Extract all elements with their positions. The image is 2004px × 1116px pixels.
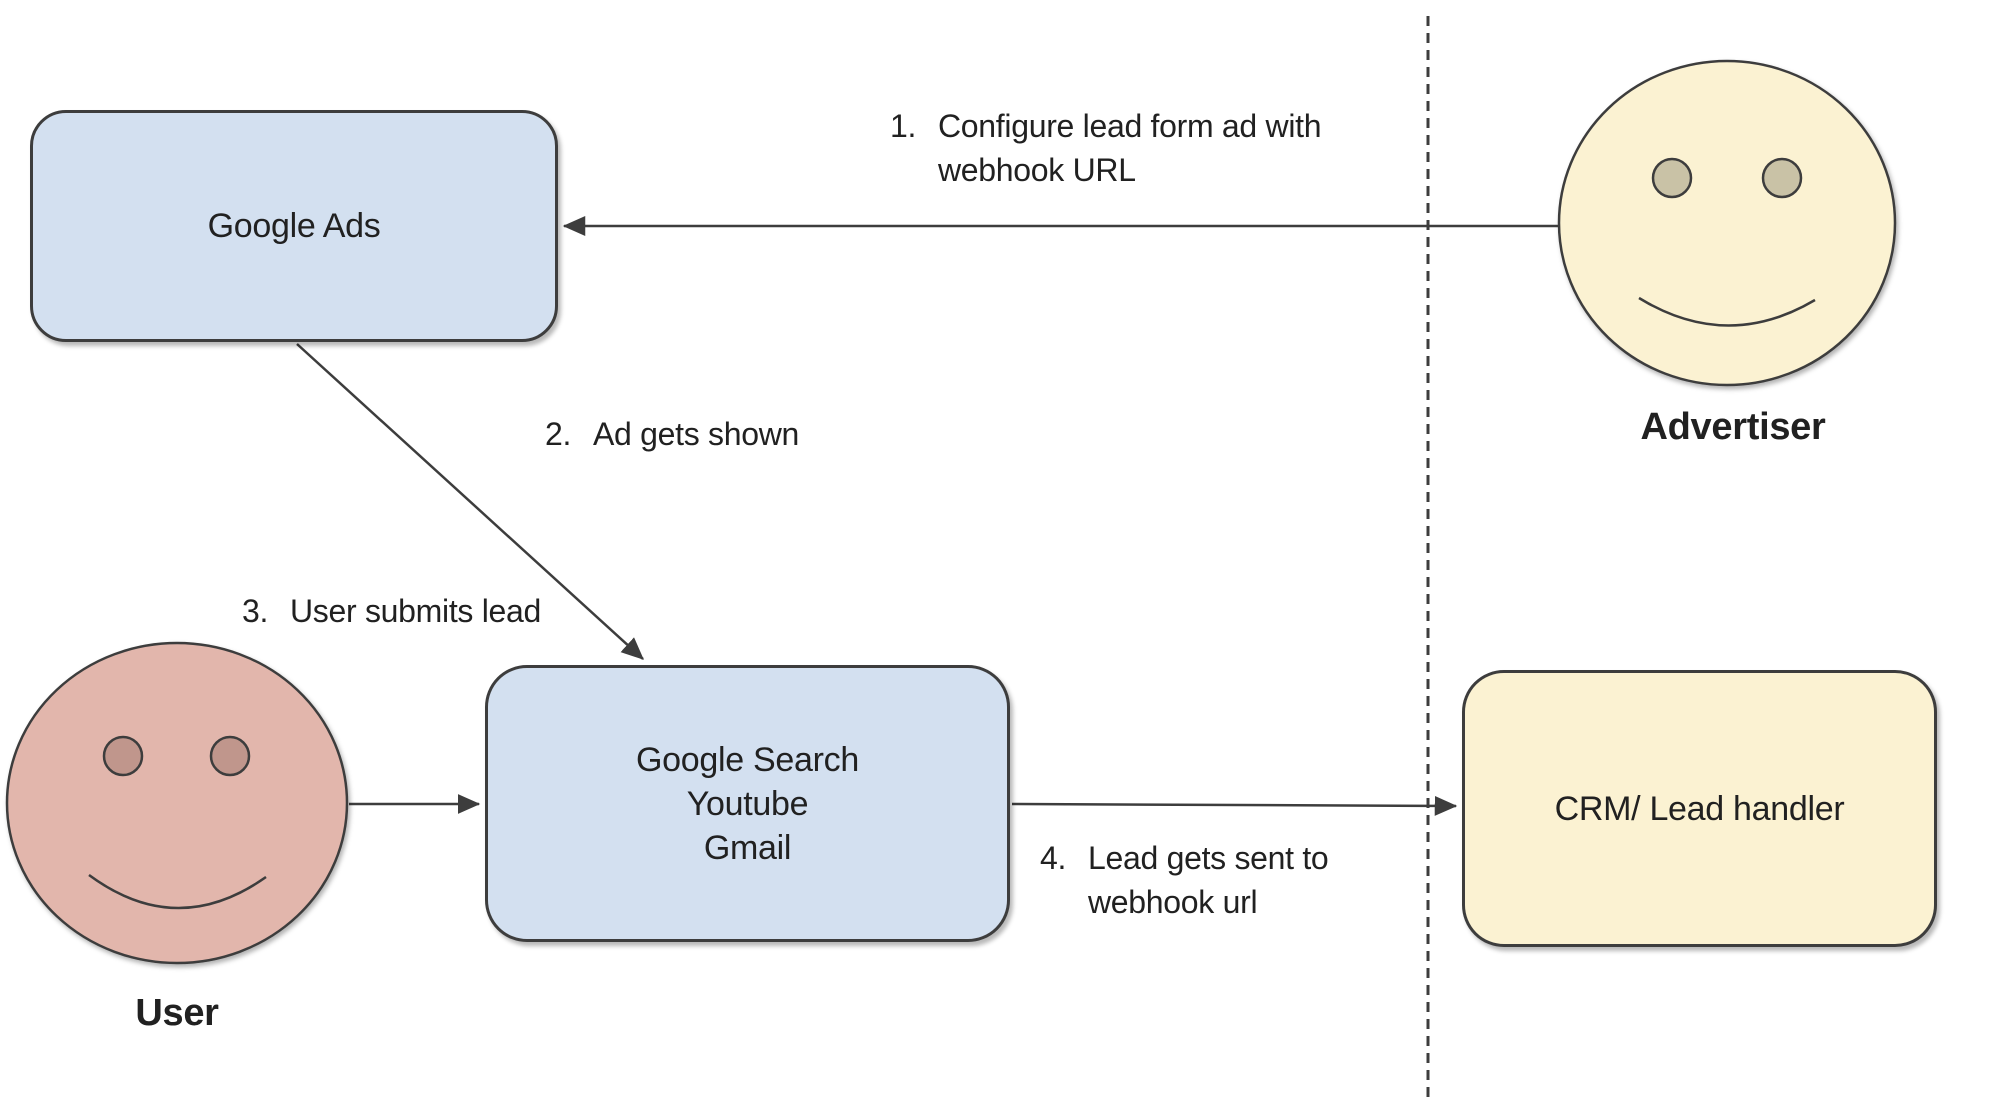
step-1-text: Configure lead form ad with webhook URL	[938, 108, 1322, 188]
user-face	[5, 641, 349, 965]
google-ads-label: Google Ads	[207, 207, 381, 245]
user-smiley-face-icon	[5, 641, 349, 965]
step-3-text: User submits lead	[290, 593, 541, 629]
step-4-number: 4.	[1040, 840, 1067, 876]
platforms-line-youtube: Youtube	[686, 784, 809, 823]
step-3-number: 3.	[242, 593, 269, 629]
platforms-line-google-search: Google Search	[636, 740, 859, 779]
advertiser-right-eye	[1761, 157, 1803, 199]
step-1-annotation: 1. Configure lead form ad with webhook U…	[890, 104, 1322, 192]
advertiser-left-eye	[1651, 157, 1693, 199]
platforms-line-gmail: Gmail	[703, 828, 792, 867]
user-smile	[88, 873, 267, 910]
step-2-number: 2.	[545, 416, 572, 452]
advertiser-caption: Advertiser	[1640, 406, 1826, 448]
advertiser-smiley-face-icon	[1557, 59, 1897, 387]
step-4-annotation: 4. Lead gets sent to webhook url	[1040, 836, 1329, 924]
user-caption: User	[135, 992, 219, 1034]
step-4-text: Lead gets sent to webhook url	[1088, 840, 1329, 920]
crm-label: CRM/ Lead handler	[1554, 789, 1845, 828]
crm-lead-handler-node: CRM/ Lead handler	[1462, 670, 1937, 947]
step-2-text: Ad gets shown	[593, 416, 800, 452]
step-1-number: 1.	[890, 108, 917, 144]
user-left-eye	[102, 735, 144, 777]
arrow-ad-gets-shown	[296, 343, 644, 660]
platforms-label: Google Search Youtube Gmail	[636, 738, 859, 870]
step-2-annotation: 2. Ad gets shown	[545, 412, 799, 456]
arrow-lead-sent-to-webhook	[1011, 795, 1458, 816]
google-ads-node: Google Ads	[30, 110, 558, 342]
advertiser-face	[1557, 59, 1897, 387]
platforms-node: Google Search Youtube Gmail	[485, 665, 1010, 942]
user-right-eye	[209, 735, 251, 777]
step-3-annotation: 3. User submits lead	[242, 589, 541, 633]
advertiser-smile	[1638, 296, 1816, 327]
